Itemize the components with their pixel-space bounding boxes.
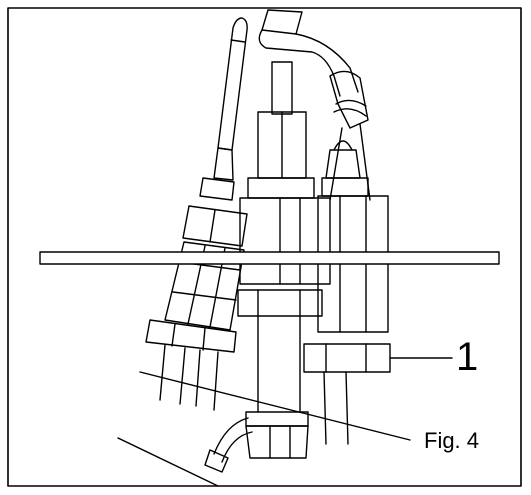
pilot-burner	[204, 61, 331, 473]
figure-frame	[7, 7, 522, 487]
mounting-plate	[39, 251, 500, 265]
ignition-cable	[258, 9, 371, 201]
figure-caption: Fig. 4	[424, 428, 479, 453]
callout-number: 1	[456, 335, 478, 379]
pilot-nozzle	[303, 140, 391, 445]
base-lines	[117, 371, 411, 487]
thermocouple	[145, 17, 248, 411]
